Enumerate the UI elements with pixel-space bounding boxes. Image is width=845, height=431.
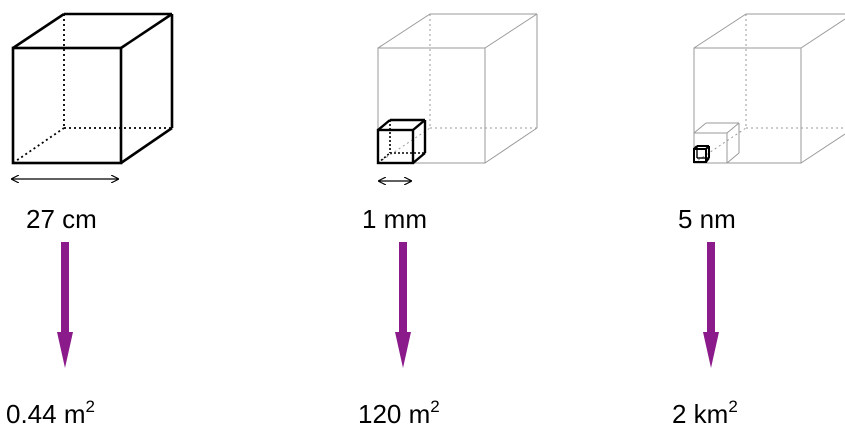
area-label-120m2: 120 m2 <box>358 397 440 429</box>
area-number: 120 m <box>358 399 430 429</box>
size-label-27cm: 27 cm <box>26 204 97 234</box>
tiny-cube <box>693 145 710 163</box>
column-5nm: 5 nm 2 km2 <box>672 13 845 429</box>
down-arrow <box>703 242 719 368</box>
size-label-1mm: 1 mm <box>362 204 427 234</box>
faded-cube-hidden-edges <box>693 14 845 164</box>
faded-cube-hidden-edges <box>377 14 537 164</box>
area-number: 2 km <box>672 399 728 429</box>
area-exponent: 2 <box>728 397 737 416</box>
area-label-2km2: 2 km2 <box>672 397 738 429</box>
small-cube-hidden-edges <box>377 120 425 164</box>
small-cube <box>376 118 427 165</box>
column-27cm: 27 cm 0.44 m2 <box>6 12 174 429</box>
down-arrow <box>395 242 411 368</box>
area-exponent: 2 <box>86 397 95 416</box>
area-exponent: 2 <box>430 397 439 416</box>
faded-cube <box>377 13 538 164</box>
size-label-5nm: 5 nm <box>678 204 736 234</box>
down-arrow <box>57 242 73 368</box>
faded-cube <box>693 13 845 164</box>
mid-faded-cube <box>693 122 740 164</box>
column-1mm: 1 mm 120 m2 <box>358 13 538 429</box>
large-cube <box>11 12 174 165</box>
large-cube-hidden-edges <box>12 14 172 164</box>
area-label-0-44m2: 0.44 m2 <box>6 397 95 429</box>
area-number: 0.44 m <box>6 399 86 429</box>
